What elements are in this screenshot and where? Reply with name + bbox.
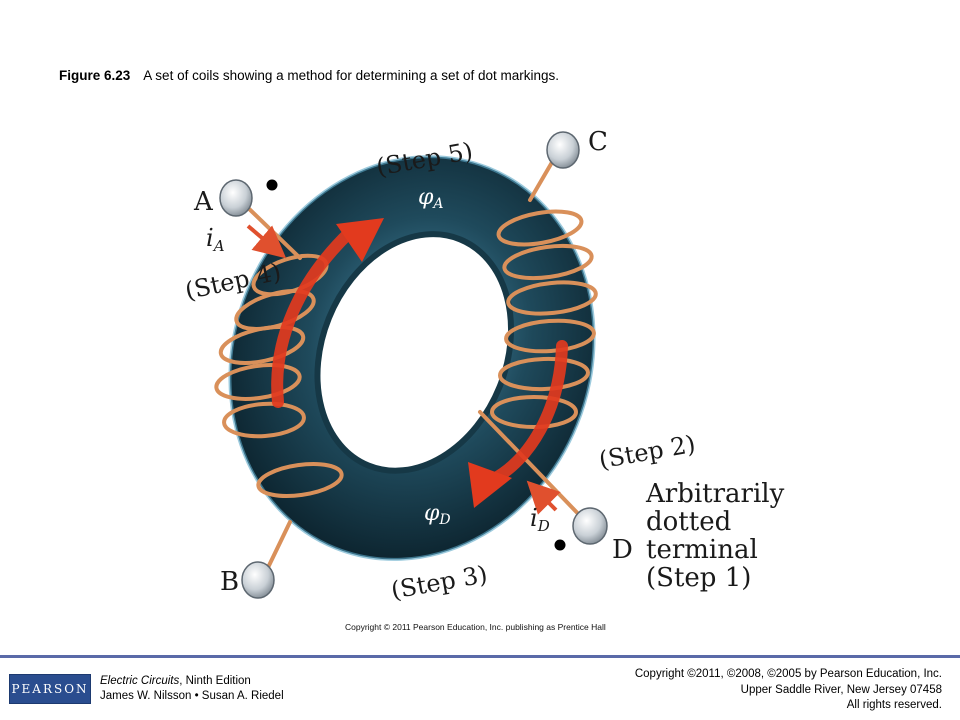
flux-arrow-d bbox=[468, 340, 568, 508]
terminal-d-label: D bbox=[612, 535, 633, 565]
terminal-b-knob bbox=[241, 561, 275, 599]
dot-marking-d bbox=[554, 539, 566, 551]
step2-label: (Step 2) bbox=[597, 430, 698, 474]
terminal-knobs bbox=[219, 131, 608, 599]
coupled-coils-diagram: A C B D iA iD φA φD (Step 5) (Step 4) (S… bbox=[183, 127, 785, 605]
publisher-copyright: Copyright ©2011, ©2008, ©2005 by Pearson… bbox=[635, 667, 942, 714]
svg-text:(Step 1): (Step 1) bbox=[646, 563, 751, 593]
flux-label-d: φD bbox=[424, 501, 451, 528]
terminal-d-knob bbox=[572, 507, 608, 545]
copyright-line-1: Copyright ©2011, ©2008, ©2005 by Pearson… bbox=[634, 668, 942, 680]
footer-divider bbox=[0, 655, 960, 658]
current-label-a: iA bbox=[206, 224, 225, 255]
figure-copyright: Copyright © 2011 Pearson Education, Inc.… bbox=[345, 622, 606, 632]
flux-label-a: φA bbox=[418, 185, 444, 212]
step1-label: Arbitrarily dotted terminal (Step 1) bbox=[645, 479, 785, 593]
figure-caption-text: A set of coils showing a method for dete… bbox=[143, 68, 560, 83]
book-authors: James W. Nilsson • Susan A. Riedel bbox=[100, 690, 284, 702]
copyright-line-3: All rights reserved. bbox=[846, 699, 942, 711]
terminal-b-label: B bbox=[220, 567, 239, 597]
figure-number: Figure 6.23 bbox=[59, 68, 131, 83]
svg-text:Arbitrarily: Arbitrarily bbox=[645, 479, 785, 509]
terminal-a-label: A bbox=[193, 187, 214, 217]
coil-d bbox=[490, 209, 598, 429]
svg-text:dotted: dotted bbox=[646, 507, 731, 537]
flux-arrow-a bbox=[271, 218, 384, 408]
dot-marking-a bbox=[266, 179, 278, 191]
coil-return-loops bbox=[256, 462, 344, 498]
pearson-logo: PEARSON bbox=[9, 674, 91, 704]
current-arrow-a bbox=[246, 224, 287, 259]
step3-label: (Step 3) bbox=[389, 560, 490, 604]
book-title-line: Electric Circuits, Ninth Edition bbox=[100, 674, 284, 689]
copyright-line-2: Upper Saddle River, New Jersey 07458 bbox=[740, 683, 942, 696]
book-title: Electric Circuits bbox=[100, 675, 180, 687]
figure-caption: Figure 6.23 A set of coils showing a met… bbox=[59, 68, 559, 83]
terminal-c-label: C bbox=[588, 127, 608, 157]
svg-text:terminal: terminal bbox=[646, 535, 758, 565]
current-label-d: iD bbox=[530, 504, 550, 535]
current-arrow-d bbox=[526, 480, 561, 515]
terminal-c-knob bbox=[546, 131, 580, 169]
terminal-a-knob bbox=[219, 179, 253, 217]
book-edition: , Ninth Edition bbox=[179, 675, 251, 687]
book-info: Electric Circuits, Ninth Edition James W… bbox=[100, 674, 284, 704]
